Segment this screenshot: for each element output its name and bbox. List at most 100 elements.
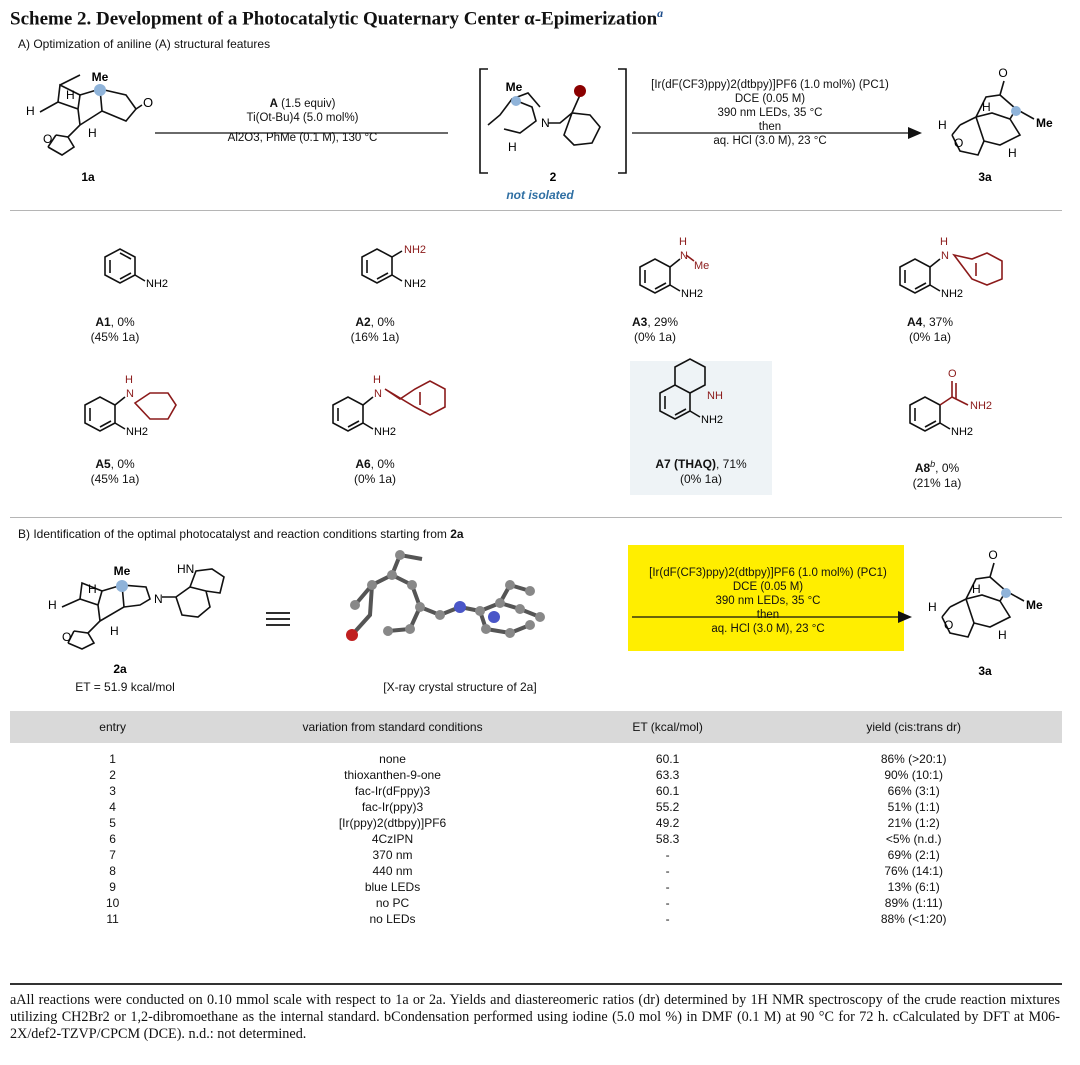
svg-text:O: O <box>988 548 997 562</box>
svg-text:H: H <box>938 118 947 132</box>
aniline-A3: A3, 29%(0% 1a) <box>631 315 679 344</box>
svg-text:O: O <box>954 136 963 150</box>
svg-text:H: H <box>940 236 948 248</box>
svg-text:H: H <box>88 582 97 596</box>
svg-text:Me: Me <box>1026 598 1043 612</box>
svg-text:H: H <box>110 624 119 638</box>
xray-caption: [X-ray crystal structure of 2a] <box>383 680 537 694</box>
svg-text:O: O <box>948 368 957 380</box>
svg-text:HN: HN <box>177 562 194 576</box>
table-bottom-rule <box>10 983 1062 985</box>
svg-text:H: H <box>998 628 1007 642</box>
compound-1a-label: 1a <box>81 170 95 184</box>
aniline-A1: A1, 0%(45% 1a) <box>90 315 140 344</box>
divider-2 <box>10 517 1062 518</box>
svg-text:NH2: NH2 <box>404 244 426 256</box>
ortho-substituent-marker <box>574 85 586 97</box>
aniline-structures: NH2 NH2 NH2 N H Me NH2 N H NH2 N H NH2 N… <box>84 236 1003 438</box>
svg-text:H: H <box>88 126 97 140</box>
svg-text:Me: Me <box>506 80 523 94</box>
aniline-A6: A6, 0%(0% 1a) <box>353 457 397 486</box>
compound-3a-structure <box>951 80 1035 156</box>
quaternary-center-marker <box>94 84 106 96</box>
svg-text:NH: NH <box>707 390 723 402</box>
svg-text:H: H <box>972 582 981 596</box>
best-aniline-highlight <box>630 361 772 495</box>
svg-text:NH2: NH2 <box>701 414 723 426</box>
svg-text:H: H <box>48 598 57 612</box>
aniline-A4: A4, 37%(0% 1a) <box>906 315 954 344</box>
compound-1a-structure <box>39 74 143 156</box>
svg-text:NH2: NH2 <box>374 426 396 438</box>
svg-text:N: N <box>126 388 134 400</box>
step1-conditions: A (1.5 equiv) Ti(Ot-Bu)4 (5.0 mol%) Al2O… <box>227 98 378 144</box>
svg-text:H: H <box>679 236 687 248</box>
svg-text:H: H <box>26 104 35 118</box>
section-a-heading: A) Optimization of aniline (A) structura… <box>18 37 271 51</box>
svg-text:H: H <box>66 88 75 102</box>
svg-text:3a: 3a <box>978 664 992 678</box>
divider-1 <box>10 210 1062 211</box>
svg-text:H: H <box>928 600 937 614</box>
optimal-conditions-highlight <box>628 545 904 651</box>
ketone-oxygen-label: O <box>143 95 153 110</box>
footnote: aAll reactions were conducted on 0.10 mm… <box>10 992 1060 1042</box>
svg-text:N: N <box>154 592 163 606</box>
svg-text:O: O <box>43 132 52 146</box>
step2-conditions: [Ir(dF(CF3)ppy)2(dtbpy)]PF6 (1.0 mol%) (… <box>651 79 889 147</box>
aniline-A8: A8b, 0%(21% 1a) <box>912 459 962 490</box>
svg-text:NH2: NH2 <box>951 426 973 438</box>
svg-text:H: H <box>1008 146 1017 160</box>
et-2a-value: ET = 51.9 kcal/mol <box>75 680 175 694</box>
compound-2a-structure <box>61 568 225 650</box>
svg-text:NH2: NH2 <box>404 278 426 290</box>
xray-atoms <box>350 550 545 638</box>
not-isolated-note: not isolated <box>506 188 574 202</box>
section-b-heading: B) Identification of the optimal photoca… <box>18 527 464 541</box>
xray-structure-image <box>350 552 541 637</box>
table-header-row: entry variation from standard conditions… <box>10 711 1062 743</box>
svg-text:Me: Me <box>694 260 709 272</box>
aniline-A5: A5, 0%(45% 1a) <box>90 457 140 486</box>
svg-text:H: H <box>508 140 517 154</box>
svg-text:O: O <box>62 630 71 644</box>
reaction-scheme-b: Me N HN H H H O 2a O Me H H H O 3a <box>48 548 1043 678</box>
reaction-scheme-a: Me O H H H O 1a Me N H 2 not isolated O … <box>26 66 1053 202</box>
equivalence-symbol <box>266 612 290 626</box>
svg-text:NH2: NH2 <box>970 400 992 412</box>
svg-text:N: N <box>680 250 688 262</box>
aniline-A7: A7 (THAQ), 71%(0% 1a) <box>655 457 747 486</box>
compound-2a-label: 2a <box>113 662 127 676</box>
compound-3a-label: 3a <box>978 170 992 184</box>
svg-text:O: O <box>944 618 953 632</box>
svg-text:N: N <box>941 250 949 262</box>
scheme-title: Scheme 2. Development of a Photocatalyti… <box>10 6 664 30</box>
svg-text:Me: Me <box>1036 116 1053 130</box>
svg-text:NH2: NH2 <box>126 426 148 438</box>
methyl-label: Me <box>92 70 109 84</box>
svg-text:O: O <box>998 66 1007 80</box>
compound-3a-b-structure <box>941 562 1025 638</box>
svg-text:Me: Me <box>114 564 131 578</box>
svg-text:NH2: NH2 <box>681 288 703 300</box>
svg-text:H: H <box>982 100 991 114</box>
svg-text:NH2: NH2 <box>941 288 963 300</box>
svg-text:NH2: NH2 <box>146 278 168 290</box>
svg-text:N: N <box>374 388 382 400</box>
compound-2-label: 2 <box>550 170 557 184</box>
aniline-A2: A2, 0%(16% 1a) <box>350 315 400 344</box>
svg-text:H: H <box>125 374 133 386</box>
conditions-table: entry variation from standard conditions… <box>10 711 1062 927</box>
svg-text:N: N <box>541 116 550 130</box>
